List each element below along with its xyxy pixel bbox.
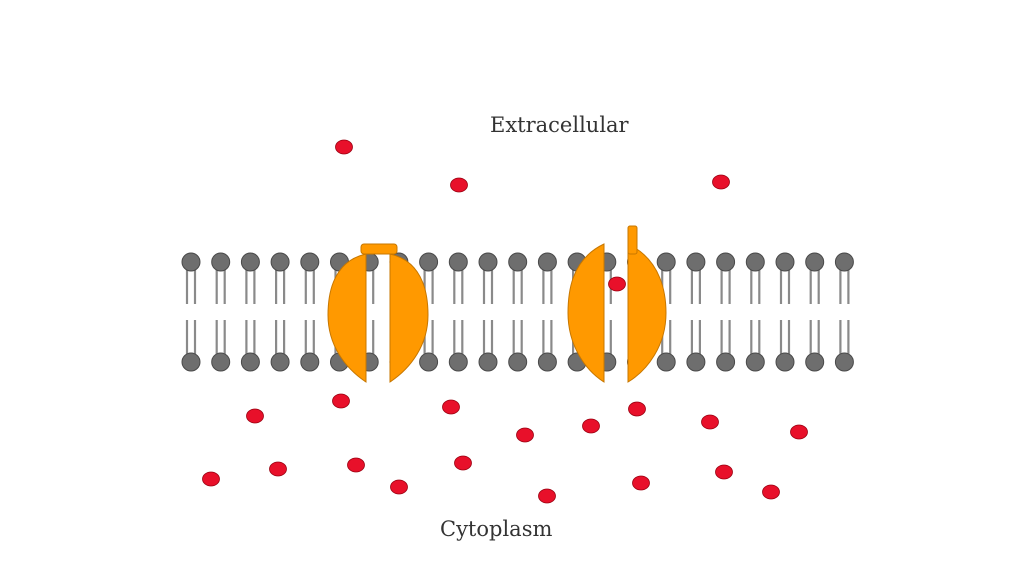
lipid-bilayer bbox=[181, 252, 854, 372]
lipid-head bbox=[448, 252, 468, 272]
ion-dot bbox=[347, 457, 365, 473]
ion-dot bbox=[712, 174, 730, 190]
ion-dot bbox=[628, 401, 646, 417]
lipid-head bbox=[805, 352, 825, 372]
channel-gate-lid bbox=[360, 243, 398, 255]
channel-right-half bbox=[389, 253, 429, 383]
lipid-head bbox=[270, 352, 290, 372]
lipid-head bbox=[270, 252, 290, 272]
lipid-head bbox=[775, 352, 795, 372]
lipid-head bbox=[745, 252, 765, 272]
cytoplasm-label: Cytoplasm bbox=[440, 517, 553, 541]
ion-dot bbox=[715, 464, 733, 480]
lipid-head bbox=[805, 252, 825, 272]
ion-dot bbox=[335, 139, 353, 155]
lipid-head bbox=[716, 352, 736, 372]
ion-dot bbox=[608, 276, 626, 292]
lipid-head bbox=[656, 252, 676, 272]
ion-dot bbox=[538, 488, 556, 504]
lipid-head bbox=[716, 252, 736, 272]
ion-dot bbox=[390, 479, 408, 495]
ion-dot bbox=[246, 408, 264, 424]
lipid-head bbox=[478, 252, 498, 272]
lipid-head bbox=[775, 252, 795, 272]
ion-dot bbox=[269, 461, 287, 477]
lipid-head bbox=[240, 352, 260, 372]
lipid-head bbox=[834, 252, 854, 272]
channel-left-half bbox=[567, 243, 605, 383]
lipid-head bbox=[300, 252, 320, 272]
ion-dot bbox=[701, 414, 719, 430]
lipid-head bbox=[745, 352, 765, 372]
ion-dot bbox=[516, 427, 534, 443]
ion-dot bbox=[332, 393, 350, 409]
lipid-head bbox=[834, 352, 854, 372]
ion-dot bbox=[632, 475, 650, 491]
lipid-head bbox=[686, 252, 706, 272]
lipid-head bbox=[240, 252, 260, 272]
lipid-head bbox=[211, 252, 231, 272]
lipid-head bbox=[448, 352, 468, 372]
ion-dot bbox=[202, 471, 220, 487]
lipid-head bbox=[537, 352, 557, 372]
channel-right-half bbox=[627, 243, 667, 383]
ion-dot bbox=[450, 177, 468, 193]
ion-dot bbox=[442, 399, 460, 415]
ions bbox=[202, 139, 808, 504]
ion-dot bbox=[790, 424, 808, 440]
lipid-head bbox=[181, 352, 201, 372]
lipid-head bbox=[656, 352, 676, 372]
lipid-head bbox=[211, 352, 231, 372]
lipid-head bbox=[686, 352, 706, 372]
lipid-head bbox=[419, 252, 439, 272]
ion-dot bbox=[454, 455, 472, 471]
channel-left-half bbox=[327, 253, 367, 383]
ion-dot bbox=[582, 418, 600, 434]
ion-dot bbox=[762, 484, 780, 500]
ion-channel-open bbox=[327, 243, 429, 383]
lipid-head bbox=[181, 252, 201, 272]
ion-channel-closed bbox=[567, 225, 667, 383]
lipid-head bbox=[478, 352, 498, 372]
lipid-head bbox=[508, 252, 528, 272]
lipid-head bbox=[419, 352, 439, 372]
extracellular-label: Extracellular bbox=[490, 113, 629, 137]
lipid-head bbox=[508, 352, 528, 372]
lipid-head bbox=[537, 252, 557, 272]
lipid-head bbox=[300, 352, 320, 372]
channel-gate-latch bbox=[627, 225, 638, 255]
